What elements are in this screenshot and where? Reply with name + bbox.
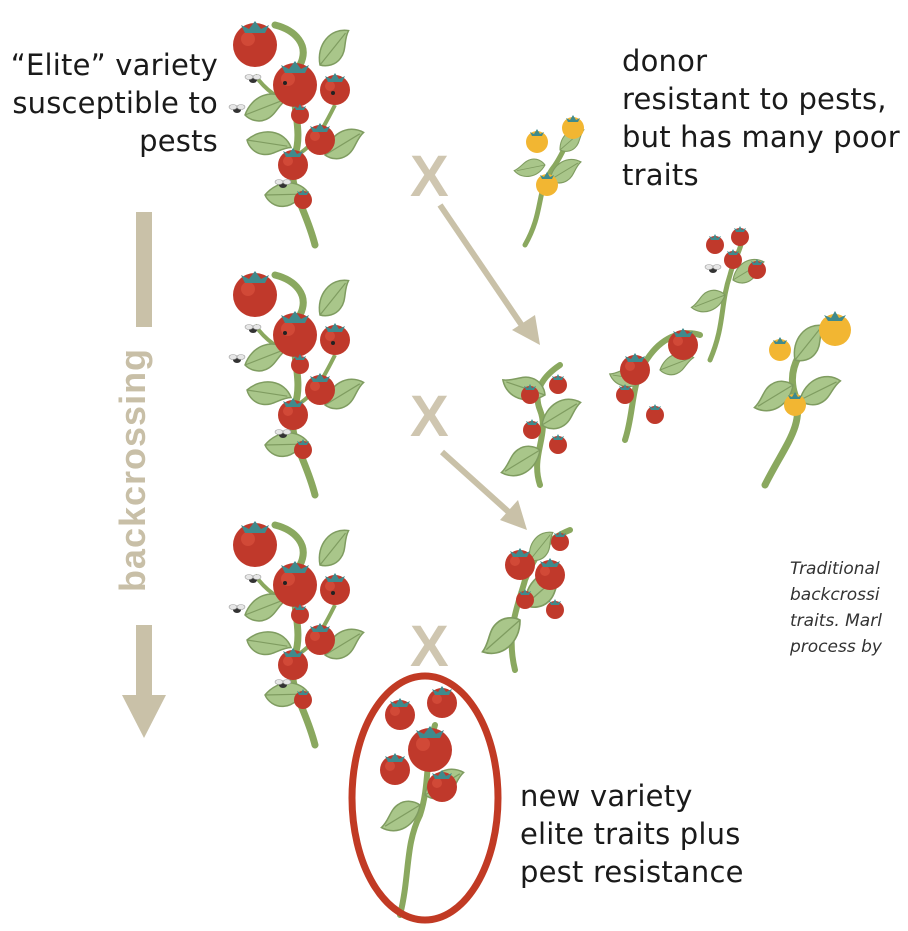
backcrossing-label: backcrossing bbox=[112, 348, 154, 592]
progeny-plant-3 bbox=[689, 226, 768, 360]
progeny-plant-4 bbox=[749, 311, 851, 485]
elite-plant-1 bbox=[229, 21, 369, 245]
elite-plant-3 bbox=[229, 521, 369, 745]
donor-label: donor resistant to pests, but has many p… bbox=[622, 42, 900, 194]
progeny-plant-1 bbox=[496, 365, 587, 485]
cross-symbol-1: X bbox=[410, 148, 449, 206]
cross-symbol-2: X bbox=[410, 388, 449, 446]
cross-arrows bbox=[440, 205, 540, 530]
new-variety-label: new variety elite traits plus pest resis… bbox=[520, 777, 744, 891]
donor-plant bbox=[514, 115, 589, 245]
new-variety-plant bbox=[376, 686, 470, 915]
progeny-plant-2 bbox=[607, 328, 700, 440]
backcross-progeny-plant bbox=[473, 527, 571, 670]
elite-variety-label: “Elite” variety susceptible to pests bbox=[0, 46, 218, 160]
cross-symbol-3: X bbox=[410, 618, 449, 676]
figure-caption: Traditional backcrossi traits. Marl proc… bbox=[790, 556, 882, 660]
elite-plant-2 bbox=[229, 271, 369, 495]
